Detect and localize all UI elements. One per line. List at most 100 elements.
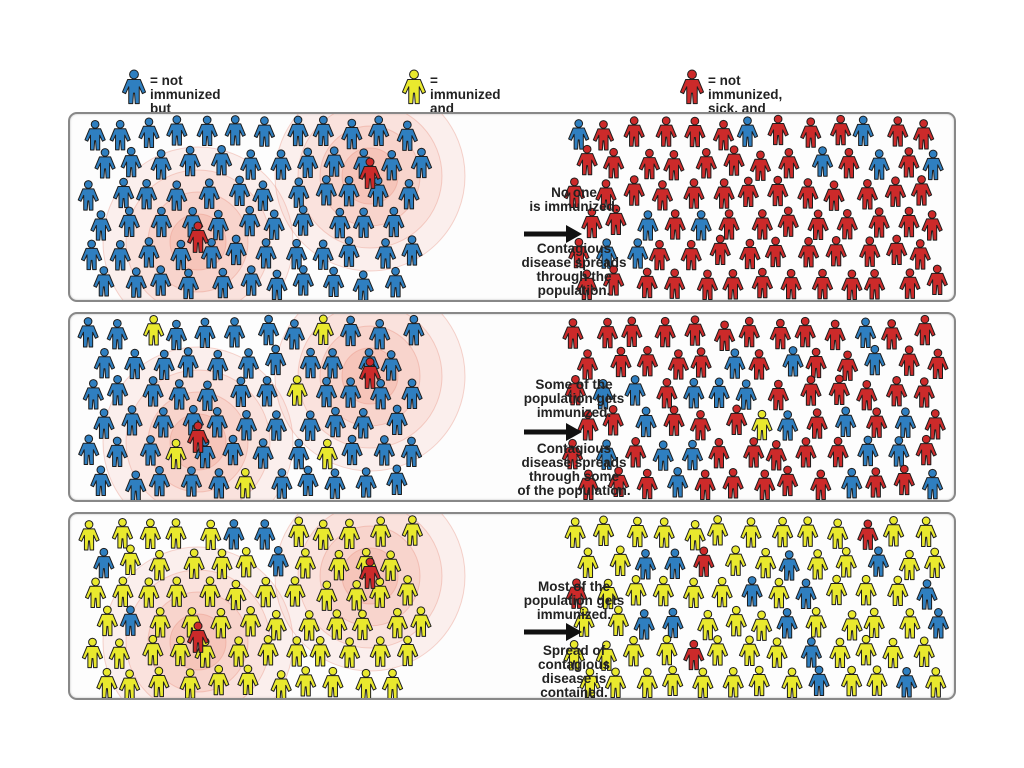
sick-person xyxy=(359,357,381,389)
person xyxy=(398,178,420,210)
person xyxy=(781,667,803,698)
person xyxy=(106,436,128,468)
person xyxy=(568,237,590,269)
person xyxy=(743,437,765,468)
person xyxy=(749,150,772,181)
person xyxy=(142,634,164,666)
person xyxy=(324,468,346,499)
person xyxy=(725,545,747,576)
legend: = not immunized but still healthy = immu… xyxy=(0,68,1024,144)
person xyxy=(384,266,407,298)
person xyxy=(621,316,643,347)
person xyxy=(697,609,719,641)
person xyxy=(694,469,716,500)
person xyxy=(196,115,218,147)
person xyxy=(224,115,246,146)
person xyxy=(235,546,257,578)
person xyxy=(352,207,375,238)
person xyxy=(602,405,624,436)
person xyxy=(90,210,112,241)
person xyxy=(568,119,590,150)
person xyxy=(111,517,134,549)
person xyxy=(896,667,918,698)
person xyxy=(309,636,331,667)
person xyxy=(709,234,731,266)
person xyxy=(718,209,740,240)
person xyxy=(153,349,175,381)
person xyxy=(767,175,789,207)
person xyxy=(564,517,586,548)
person xyxy=(596,238,618,269)
person xyxy=(636,468,658,500)
person xyxy=(312,239,334,270)
person xyxy=(120,146,142,178)
person xyxy=(168,379,190,410)
person xyxy=(373,435,395,466)
person xyxy=(825,235,847,267)
person xyxy=(921,468,944,500)
blue-person-icon xyxy=(121,69,147,105)
person xyxy=(605,204,627,235)
person xyxy=(338,518,361,550)
person xyxy=(315,376,338,408)
person xyxy=(913,377,935,408)
person xyxy=(194,317,216,349)
person xyxy=(636,667,658,698)
person xyxy=(143,315,165,346)
person xyxy=(121,405,143,436)
person xyxy=(179,668,201,698)
person xyxy=(841,610,863,641)
person xyxy=(265,609,287,641)
person xyxy=(84,577,107,608)
person xyxy=(808,665,830,697)
person xyxy=(321,348,344,379)
person xyxy=(915,434,937,466)
person xyxy=(898,549,921,581)
person xyxy=(696,269,719,300)
person xyxy=(93,547,115,579)
yellow-person-icon xyxy=(401,69,427,105)
person xyxy=(656,377,678,409)
person xyxy=(663,149,685,181)
person xyxy=(315,175,337,206)
person xyxy=(722,667,744,698)
person xyxy=(352,408,374,439)
person xyxy=(805,607,827,638)
person xyxy=(84,120,106,151)
person xyxy=(681,439,704,471)
person xyxy=(108,638,130,669)
person xyxy=(563,640,585,671)
person xyxy=(916,579,938,610)
person xyxy=(288,438,310,470)
person xyxy=(689,409,712,441)
person xyxy=(109,119,131,151)
person xyxy=(663,405,685,436)
person xyxy=(96,667,118,698)
person xyxy=(857,519,879,550)
person xyxy=(338,637,361,668)
person xyxy=(93,408,115,439)
scenario-caption-top: Some of the population gets immunized. xyxy=(523,377,625,420)
person xyxy=(288,177,310,208)
person xyxy=(899,268,921,299)
person xyxy=(295,666,317,697)
person xyxy=(741,576,763,607)
person xyxy=(341,118,363,150)
person xyxy=(401,235,423,266)
person xyxy=(577,469,599,500)
person xyxy=(368,115,390,146)
person xyxy=(767,114,789,146)
person xyxy=(210,144,233,176)
person xyxy=(755,547,777,579)
person xyxy=(355,467,377,498)
sick-person xyxy=(187,421,209,453)
person xyxy=(208,664,230,696)
arrow-right-icon xyxy=(524,225,582,243)
scenario-panel-most-immunization: Most of the population gets immunized. S… xyxy=(68,512,956,700)
person xyxy=(836,208,858,240)
person xyxy=(379,550,402,581)
person xyxy=(810,469,832,500)
person xyxy=(830,114,852,146)
person xyxy=(925,667,947,698)
person xyxy=(227,636,250,667)
